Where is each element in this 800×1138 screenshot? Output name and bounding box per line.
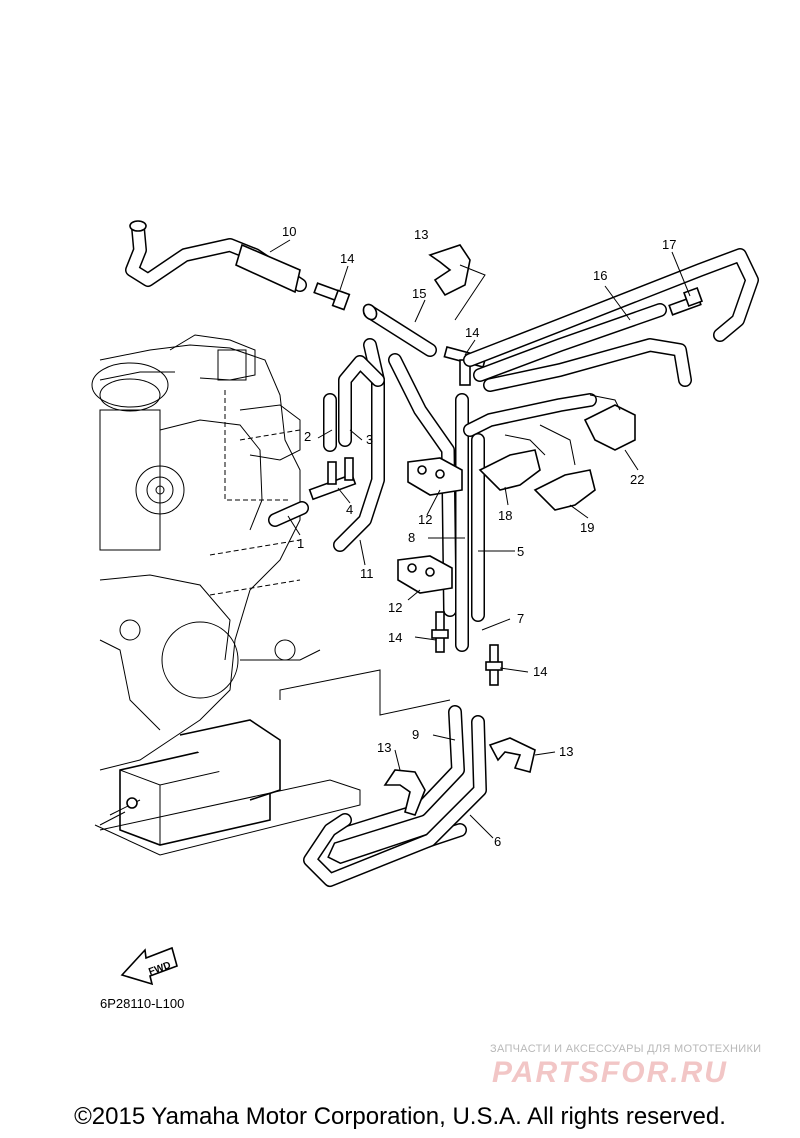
callouts: 10 14 13 15 14 16 17 2 3 4 1 11 12 8 5 1… bbox=[282, 224, 676, 849]
callout-6: 6 bbox=[494, 834, 501, 849]
callout-17: 14 bbox=[465, 325, 479, 340]
filter-box bbox=[94, 669, 451, 856]
hose-8 bbox=[388, 353, 457, 617]
callout-15: 13 bbox=[414, 227, 428, 242]
callout-18: 15 bbox=[412, 286, 426, 301]
connector-14-right bbox=[485, 644, 503, 686]
clip-21 bbox=[478, 434, 546, 491]
copyright-notice: ©2015 Yamaha Motor Corporation, U.S.A. A… bbox=[74, 1103, 726, 1130]
pipe-1 bbox=[268, 501, 309, 527]
hose-10 bbox=[125, 220, 307, 294]
clip-13-left bbox=[383, 769, 426, 816]
connector-14-left bbox=[431, 611, 449, 653]
callout-14-left: 14 bbox=[388, 630, 402, 645]
callout-13-left: 13 bbox=[377, 740, 391, 755]
fwd-arrow: FWD bbox=[120, 946, 178, 986]
callout-19: 16 bbox=[593, 268, 607, 283]
callout-10: 10 bbox=[282, 224, 296, 239]
callout-12-lower: 12 bbox=[388, 600, 402, 615]
watermark-logo: PARTSFOR.RU bbox=[492, 1056, 728, 1089]
callout-9: 9 bbox=[412, 727, 419, 742]
diagram-code: 6P28110-L100 bbox=[100, 996, 185, 1011]
callout-5: 5 bbox=[517, 544, 524, 559]
hose-9 bbox=[313, 705, 467, 877]
engine-outline bbox=[91, 334, 321, 771]
hose-5 bbox=[455, 393, 597, 652]
callout-4: 4 bbox=[346, 502, 353, 517]
connector-20 bbox=[668, 287, 703, 316]
clip-22-upper bbox=[583, 394, 636, 451]
callout-7: 7 bbox=[517, 611, 524, 626]
clamp-12-upper bbox=[407, 457, 463, 496]
callout-2: 2 bbox=[304, 429, 311, 444]
connector-16 bbox=[313, 282, 351, 311]
hose-19 bbox=[463, 248, 759, 392]
callout-3: 3 bbox=[366, 432, 373, 447]
reference-lines bbox=[209, 390, 301, 596]
tee-4 bbox=[308, 457, 357, 501]
callout-20: 17 bbox=[662, 237, 676, 252]
leader-lines bbox=[269, 239, 691, 839]
hose-11 bbox=[323, 338, 385, 552]
callout-1: 1 bbox=[297, 536, 304, 551]
hose-18 bbox=[362, 303, 437, 357]
clip-13-right bbox=[488, 737, 536, 773]
callout-16: 14 bbox=[340, 251, 354, 266]
callout-14-right: 14 bbox=[533, 664, 547, 679]
callout-12-upper: 12 bbox=[418, 512, 432, 527]
hose-6 bbox=[303, 715, 487, 887]
clip-22-lower bbox=[533, 424, 596, 511]
watermark-tagline: ЗАПЧАСТИ И АКСЕССУАРЫ ДЛЯ МОТОТЕХНИКИ bbox=[490, 1043, 762, 1055]
callout-13-right: 13 bbox=[559, 744, 573, 759]
callout-22-lower: 19 bbox=[580, 520, 594, 535]
callout-21: 18 bbox=[498, 508, 512, 523]
clamp-12-lower bbox=[397, 555, 453, 594]
callout-8: 8 bbox=[408, 530, 415, 545]
callout-11: 11 bbox=[360, 566, 374, 581]
callout-22-upper: 22 bbox=[630, 472, 644, 487]
clip-15 bbox=[428, 244, 486, 321]
